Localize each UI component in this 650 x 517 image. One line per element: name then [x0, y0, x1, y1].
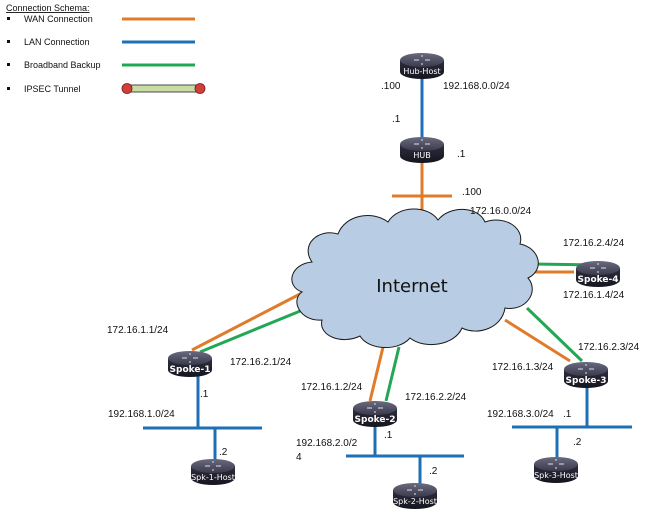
- ip-label: .100: [381, 81, 401, 92]
- ip-label: .2: [219, 447, 228, 458]
- ip-label: 172.16.1.1/24: [107, 325, 169, 336]
- spoke1-backup-link: [199, 305, 311, 354]
- address-labels: .100 192.168.0.0/24 .1 .1 .100 172.16.0.…: [107, 81, 640, 477]
- ip-label: .1: [200, 389, 209, 400]
- legend-label: IPSEC Tunnel: [24, 84, 81, 94]
- router-label: Spoke-1: [170, 365, 211, 375]
- ip-label: .1: [392, 114, 401, 125]
- subnet-label: 192.168.2.0/2: [296, 438, 358, 449]
- subnet-label: 192.168.1.0/24: [108, 409, 175, 420]
- spoke2-wan-link: [368, 342, 386, 402]
- ip-label: 172.16.2.1/24: [230, 357, 292, 368]
- internet-cloud: Internet: [291, 208, 539, 349]
- bullet-icon: [7, 87, 10, 90]
- legend-title: Connection Schema:: [6, 3, 90, 13]
- router-label: Spk-2-Host: [393, 497, 437, 506]
- router-label: Spk-3-Host: [534, 471, 578, 480]
- router-spoke-2[interactable]: Spoke-2: [352, 400, 398, 428]
- legend: Connection Schema: WAN Connection LAN Co…: [6, 3, 206, 94]
- ip-label: 172.16.2.2/24: [405, 392, 467, 403]
- router-spk-1-host[interactable]: Spk-1-Host: [190, 458, 236, 486]
- spoke2-backup-link: [384, 346, 401, 402]
- router-label: Spk-1-Host: [191, 473, 235, 482]
- subnet-label: 192.168.3.0/24: [487, 409, 554, 420]
- router-label: Hub-Host: [403, 67, 440, 76]
- ip-label: 172.16.1.3/24: [492, 362, 554, 373]
- legend-label: LAN Connection: [24, 37, 90, 47]
- ip-label: .1: [457, 149, 466, 160]
- spoke3-backup-link: [525, 306, 584, 363]
- router-label: HUB: [413, 151, 430, 160]
- router-label: Spoke-2: [355, 415, 396, 425]
- ip-label: .1: [563, 409, 572, 420]
- bullet-icon: [7, 63, 10, 66]
- legend-item-ipsec: IPSEC Tunnel: [7, 83, 206, 94]
- ip-label: 172.16.2.4/24: [563, 238, 625, 249]
- ipsec-tunnel-swatch: [126, 84, 201, 93]
- legend-item-lan: LAN Connection: [7, 37, 195, 47]
- legend-label: WAN Connection: [24, 14, 93, 24]
- spoke3-wan-link: [504, 318, 571, 363]
- subnet-label: 172.16.0.0/24: [470, 206, 532, 217]
- router-label: Spoke-4: [578, 275, 619, 285]
- router-spk-2-host[interactable]: Spk-2-Host: [392, 482, 438, 510]
- spoke1-wan-link: [191, 291, 303, 352]
- subnet-label-wrap: 4: [296, 452, 302, 463]
- links: [143, 72, 632, 486]
- router-hub[interactable]: HUB: [399, 136, 445, 164]
- ip-label: 172.16.2.3/24: [578, 342, 640, 353]
- subnet-label: 192.168.0.0/24: [443, 81, 510, 92]
- router-spoke-1[interactable]: Spoke-1: [167, 350, 213, 378]
- ip-label: .2: [429, 466, 438, 477]
- tunnel-endpoint-icon: [121, 83, 133, 94]
- router-hub-host[interactable]: Hub-Host: [399, 52, 445, 80]
- legend-item-wan: WAN Connection: [7, 14, 195, 24]
- bullet-icon: [7, 40, 10, 43]
- legend-item-backup: Broadband Backup: [7, 60, 195, 70]
- router-spoke-4[interactable]: Spoke-4: [575, 260, 621, 288]
- router-spk-3-host[interactable]: Spk-3-Host: [533, 456, 579, 484]
- cloud-label: Internet: [376, 276, 447, 297]
- ip-label: .1: [384, 430, 393, 441]
- legend-label: Broadband Backup: [24, 60, 101, 70]
- ip-label: .100: [462, 187, 482, 198]
- ip-label: .2: [573, 437, 582, 448]
- router-spoke-3[interactable]: Spoke-3: [563, 361, 609, 389]
- ip-label: 172.16.1.2/24: [301, 382, 363, 393]
- router-label: Spoke-3: [566, 376, 607, 386]
- bullet-icon: [7, 17, 10, 20]
- tunnel-endpoint-icon: [194, 83, 206, 94]
- ip-label: 172.16.1.4/24: [563, 290, 625, 301]
